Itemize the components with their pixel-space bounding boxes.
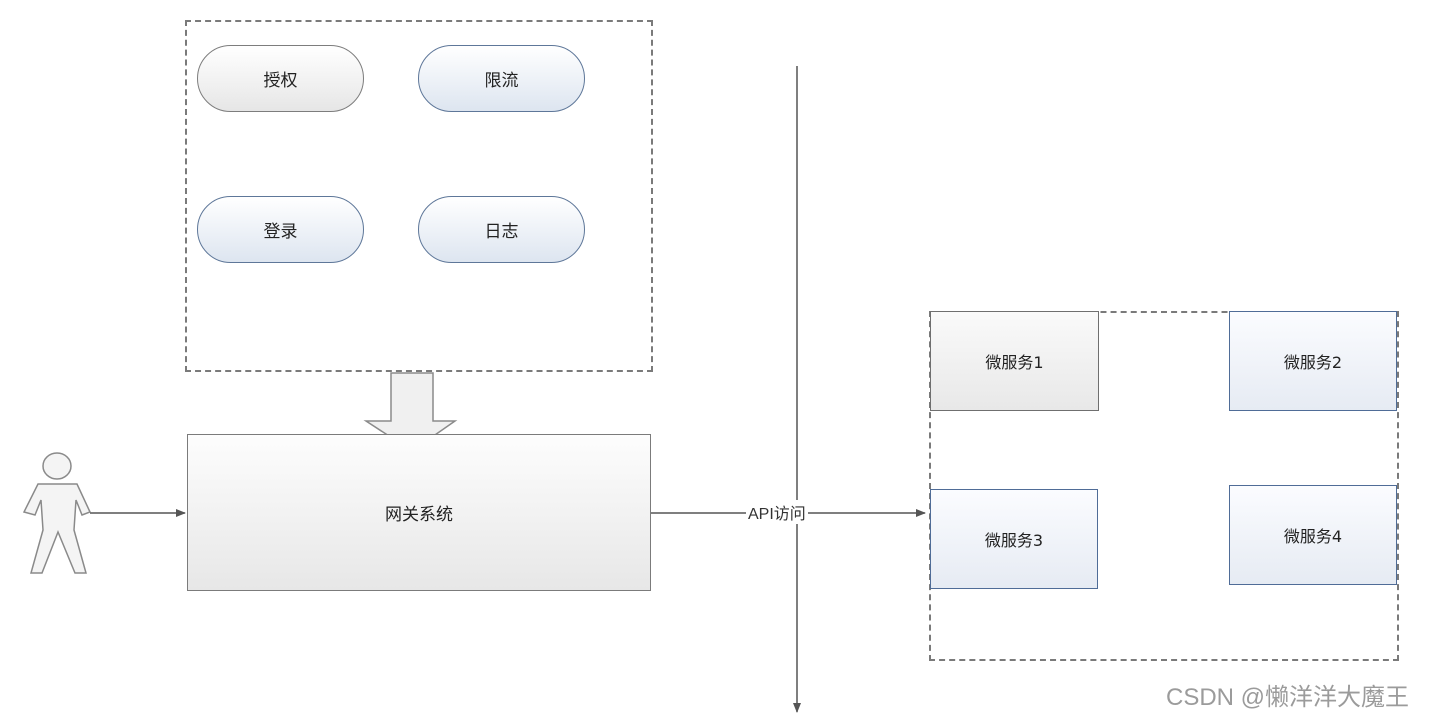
service-4-label: 微服务4	[1283, 527, 1343, 546]
service-2-label: 微服务2	[1283, 353, 1343, 372]
rate-limit-node: 限流	[418, 45, 585, 112]
service-2-node: 微服务2	[1229, 311, 1397, 411]
log-label: 日志	[484, 222, 519, 242]
person-icon	[22, 452, 92, 574]
watermark-text: CSDN @懒洋洋大魔王	[1166, 684, 1410, 711]
gateway-label: 网关系统	[385, 505, 453, 525]
auth-node: 授权	[197, 45, 364, 112]
gateway-node: 网关系统	[187, 434, 651, 591]
service-4-node: 微服务4	[1229, 485, 1397, 585]
login-node: 登录	[197, 196, 364, 263]
service-1-label: 微服务1	[985, 353, 1044, 372]
service-group-box	[929, 311, 1399, 661]
service-3-label: 微服务3	[984, 531, 1044, 550]
log-node: 日志	[418, 196, 585, 263]
plugin-group-box	[185, 20, 653, 372]
service-3-node: 微服务3	[930, 489, 1098, 589]
api-access-label: API访问	[746, 500, 808, 524]
login-label: 登录	[263, 222, 298, 242]
auth-label: 授权	[263, 71, 298, 91]
rate-limit-label: 限流	[484, 71, 519, 91]
service-1-node: 微服务1	[930, 311, 1099, 411]
